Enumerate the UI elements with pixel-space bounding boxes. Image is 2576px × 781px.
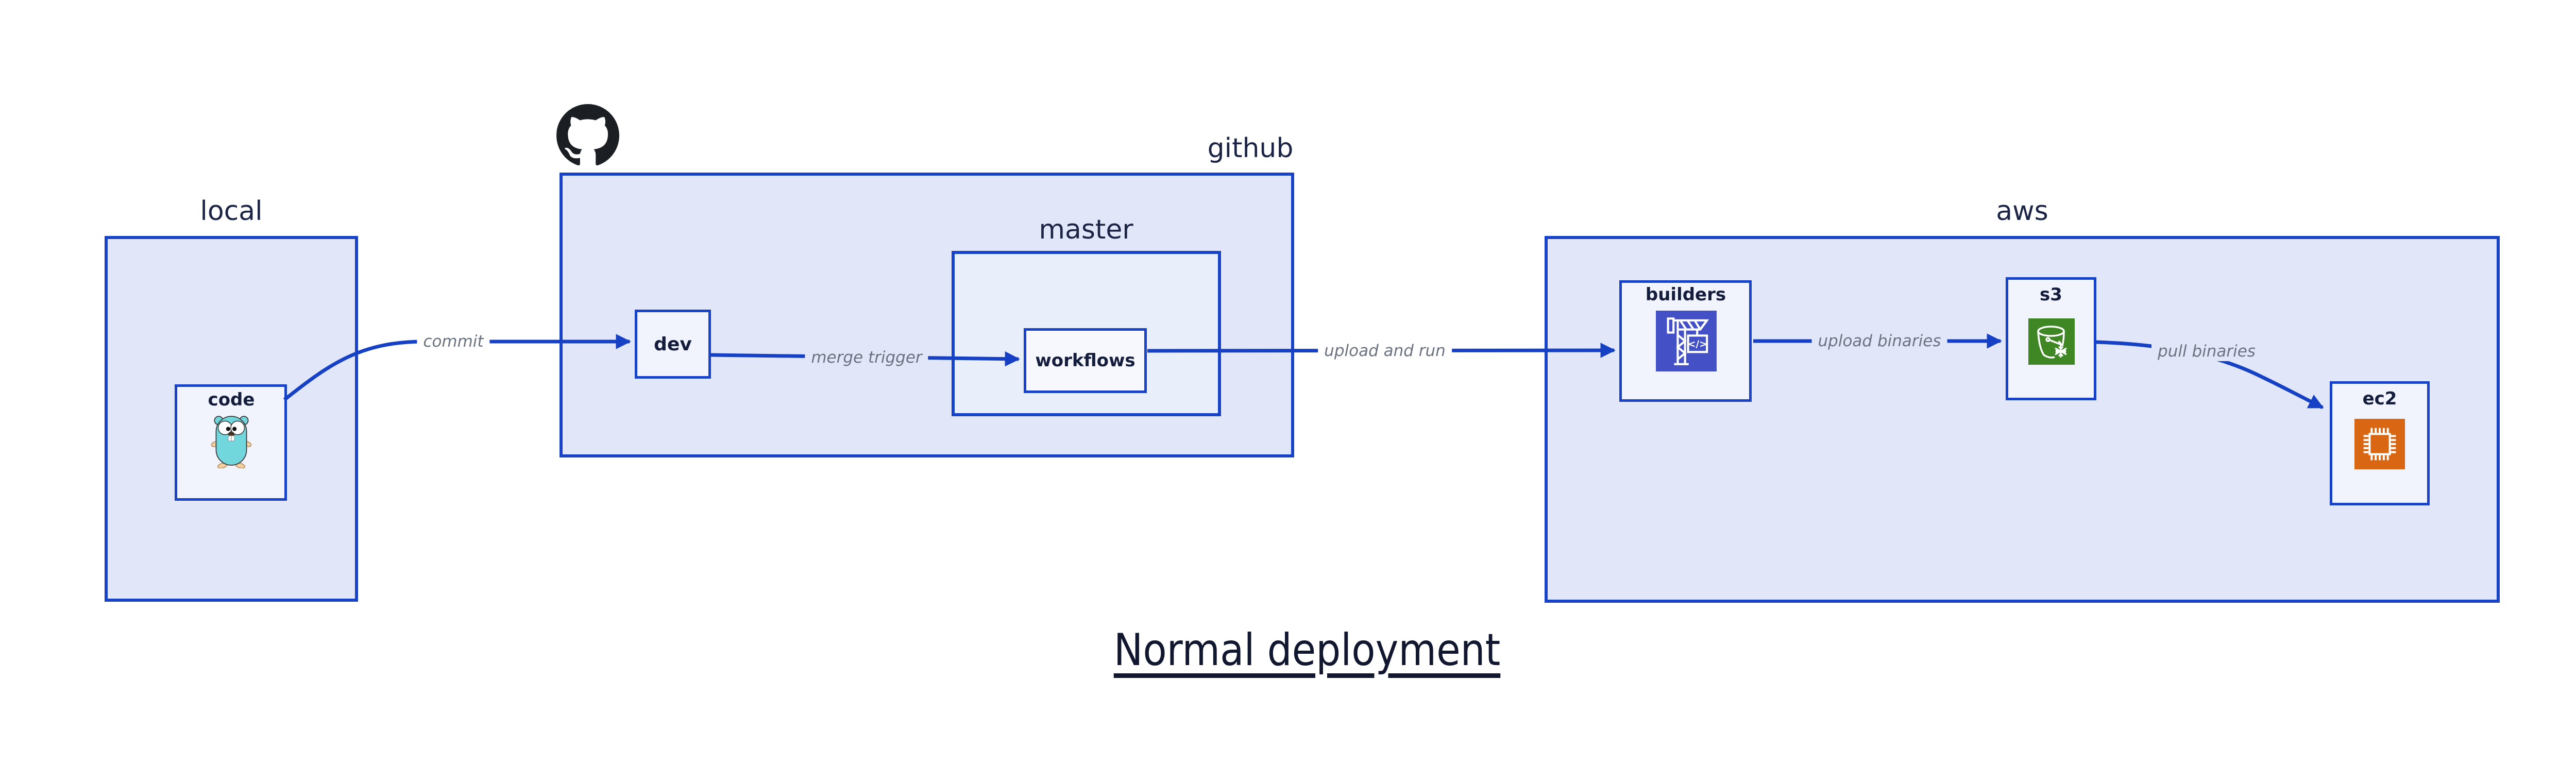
upload-binaries-edge-label: upload binaries [1811, 331, 1947, 351]
workflows-node-box: workflows [1024, 328, 1147, 393]
merge-trigger-edge-label: merge trigger [805, 347, 928, 368]
commit-edge-label: commit [417, 331, 490, 352]
go-gopher-icon [211, 416, 252, 468]
code-node-label: code [208, 389, 255, 410]
pull-binaries-edge-label: pull binaries [2151, 341, 2262, 362]
upload-and-run-edge-label: upload and run [1318, 341, 1452, 361]
s3-node-label: s3 [2040, 284, 2062, 305]
master-group-label: master [1039, 214, 1133, 245]
github-group-label: github [1207, 133, 1294, 164]
builders-node-label: builders [1645, 284, 1726, 305]
dev-node-box: dev [635, 310, 711, 379]
ec2-node-label: ec2 [2362, 388, 2397, 409]
aws-group-label: aws [1996, 196, 2048, 227]
diagram-title: Normal deployment [1113, 624, 1501, 676]
svg-text:</>: </> [1688, 338, 1708, 350]
github-octocat-logo-icon [556, 104, 619, 165]
codebuild-crane-icon: </> [1656, 311, 1717, 371]
ec2-chip-icon [2354, 419, 2405, 469]
local-group-label: local [200, 196, 263, 227]
ec2-node-box [2330, 381, 2430, 505]
s3-bucket-snowflake-icon [2028, 318, 2075, 365]
